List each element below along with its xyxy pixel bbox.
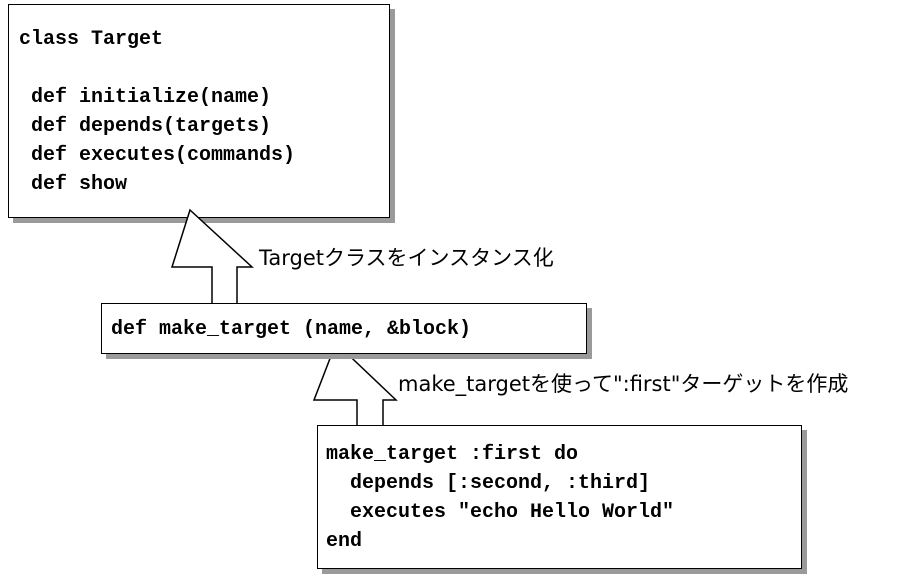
- target-class-code: class Target def initialize(name) def de…: [19, 25, 389, 199]
- make-target-signature: def make_target (name, &block): [111, 318, 472, 341]
- usage-line-executes: executes "echo Hello World": [326, 501, 675, 524]
- instantiate-label: Targetクラスをインスタンス化: [259, 246, 554, 270]
- usage-line-end: end: [326, 530, 363, 553]
- usage-line-depends: depends [:second, :third]: [326, 472, 651, 495]
- code-line-executes: def executes(commands): [19, 144, 296, 167]
- create-arrow-icon: [312, 341, 398, 434]
- code-line-initialize: def initialize(name): [19, 86, 272, 109]
- target-class-box: class Target def initialize(name) def de…: [8, 4, 390, 218]
- usage-code: make_target :first do depends [:second, …: [326, 440, 801, 556]
- make-target-box: def make_target (name, &block): [101, 303, 587, 354]
- usage-box: make_target :first do depends [:second, …: [317, 425, 802, 569]
- code-line-depends: def depends(targets): [19, 115, 272, 138]
- code-line-show: def show: [19, 173, 128, 196]
- create-target-label: make_targetを使って":first"ターゲットを作成: [398, 372, 849, 396]
- usage-line-make: make_target :first do: [326, 443, 579, 466]
- instantiate-arrow-icon: [170, 208, 254, 306]
- code-line-class: class Target: [19, 28, 164, 51]
